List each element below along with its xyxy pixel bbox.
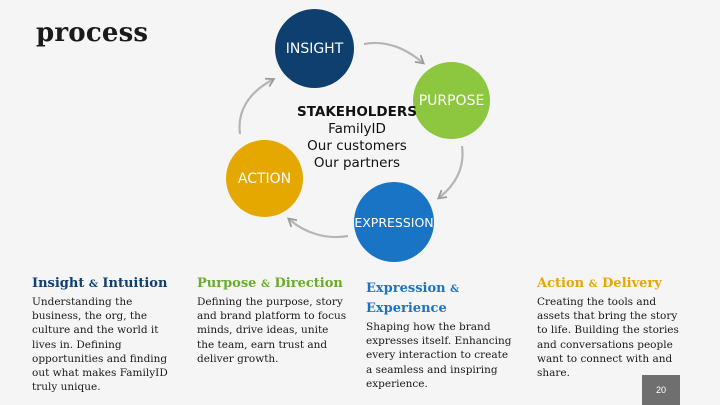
insight-column: Insight & Intuition Understanding the bu… [32, 275, 182, 394]
action-heading: Action & Delivery [537, 276, 662, 291]
action-body: Creating the tools and assets that bring… [537, 296, 679, 380]
purpose-column: Purpose & Direction Defining the purpose… [197, 275, 347, 366]
stakeholders-block: STAKEHOLDERS FamilyID Our customers Our … [292, 104, 422, 172]
stakeholder-line: FamilyID [328, 121, 386, 137]
expression-body: Shaping how the brand expresses itself. … [366, 321, 512, 390]
stakeholders-heading: STAKEHOLDERS [297, 104, 417, 120]
action-column: Action & Delivery Creating the tools and… [537, 275, 687, 380]
purpose-heading: Purpose & Direction [197, 276, 343, 291]
arrow-insight-to-purpose [363, 41, 426, 65]
arrow-purpose-to-expression [436, 145, 464, 200]
purpose-circle: PURPOSE [413, 62, 490, 139]
insight-heading: Insight & Intuition [32, 276, 168, 291]
arrow-expression-to-action [286, 217, 349, 239]
arrow-action-to-insight [238, 77, 276, 135]
purpose-body: Defining the purpose, story and brand pl… [197, 296, 347, 365]
stakeholder-line: Our partners [313, 155, 401, 171]
insight-body: Understanding the business, the org, the… [32, 296, 168, 394]
expression-circle: EXPRESSION [354, 182, 434, 262]
expression-heading: Expression &Experience [366, 281, 460, 316]
page-number: 20 [642, 375, 680, 405]
slide-title: process [36, 18, 149, 48]
expression-column: Expression &Experience Shaping how the b… [366, 279, 516, 391]
insight-circle: INSIGHT [275, 9, 354, 88]
stakeholder-line: Our customers [307, 138, 407, 154]
action-circle: ACTION [226, 140, 303, 217]
